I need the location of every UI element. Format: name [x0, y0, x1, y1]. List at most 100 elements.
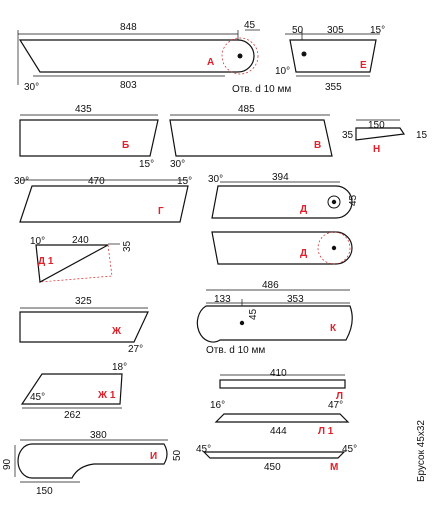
part-letter: Е: [360, 60, 367, 71]
dim-right: 35: [122, 240, 133, 252]
part-a: 848 45 30° 803 А Отв. d 10 мм: [17, 20, 291, 95]
angle-label: 30°: [170, 159, 185, 170]
dim-right: 50: [172, 449, 183, 461]
part-zh1-outline: [20, 373, 123, 405]
angle-left: 45°: [196, 444, 211, 455]
part-n-outline: [355, 127, 406, 141]
dim-top: 470: [88, 176, 105, 187]
part-letter: М: [330, 462, 338, 473]
part-letter: И: [150, 451, 157, 462]
dim-top: 150: [368, 120, 385, 131]
part-letter: Д 1: [38, 256, 54, 267]
part-l: 410 Л: [219, 368, 346, 402]
part-v-outline: [169, 119, 333, 157]
part-letter: Н: [373, 144, 380, 155]
hole-marker: [301, 51, 307, 57]
angle-label: 30°: [24, 82, 39, 93]
part-k: 486 133 353 45 К Отв. d 10 мм: [196, 280, 353, 356]
part-letter: К: [330, 323, 337, 334]
part-d-outline: [211, 185, 353, 219]
part-v: 485 30° В: [169, 104, 333, 170]
hole-note: Отв. d 10 мм: [206, 345, 265, 356]
dim-bottom: 450: [264, 462, 281, 473]
part-e: 50 305 15° 10° 355 Е: [275, 25, 385, 93]
part-k-outline: [196, 305, 353, 343]
angle-right: 47°: [328, 400, 343, 411]
dim-bottom: 150: [36, 486, 53, 497]
side-note: Брусок 45х32: [416, 420, 427, 482]
hole-marker: [331, 245, 337, 251]
dim-bottom: 262: [64, 410, 81, 421]
part-zh-outline: [19, 311, 149, 343]
dim-top: 486: [262, 280, 279, 291]
part-zh1: 18° 45° Ж 1 262: [20, 362, 127, 421]
part-d: 30° 394 45 Д Д: [208, 172, 359, 265]
dim-top: 435: [75, 104, 92, 115]
part-letter: Д: [300, 248, 307, 259]
hole-dim: 45: [248, 308, 259, 320]
part-letter: Л: [336, 391, 343, 402]
angle-label: 30°: [208, 174, 223, 185]
part-letter: Г: [158, 206, 164, 217]
part-zh: 325 Ж 27°: [19, 296, 149, 355]
dim-left: 35: [342, 130, 354, 141]
part-l1: 16° 47° 444 Л 1: [210, 400, 350, 437]
part-i: 380 90 50 И 150: [2, 430, 183, 497]
angle-right: 15°: [177, 176, 192, 187]
dim-right: 45: [244, 20, 256, 31]
dim-bottom: 355: [325, 82, 342, 93]
part-letter: Л 1: [318, 426, 334, 437]
part-b: 435 Б 15°: [19, 104, 159, 170]
dim-left: 133: [214, 294, 231, 305]
angle-right: 45°: [342, 444, 357, 455]
dim-left-top: 50: [292, 25, 304, 36]
dim-top: 848: [120, 22, 137, 33]
dim-top: 305: [327, 25, 344, 36]
hole-marker: [331, 199, 337, 205]
part-g: 30° 470 15° Г: [14, 176, 192, 223]
hole-marker: [239, 320, 245, 326]
part-letter: Д: [300, 204, 307, 215]
dim-top: 380: [90, 430, 107, 441]
part-e-outline: [289, 39, 377, 73]
dim-top: 240: [72, 235, 89, 246]
part-b-outline: [19, 119, 159, 157]
angle-left: 16°: [210, 400, 225, 411]
hole-ring: [327, 195, 341, 209]
part-l-outline: [219, 379, 346, 389]
part-letter: Б: [122, 140, 129, 151]
part-d1: 10° 240 35 Д 1: [30, 235, 133, 283]
part-letter: Ж: [111, 326, 122, 337]
dim-top: 394: [272, 172, 289, 183]
dim-bottom: 444: [270, 426, 287, 437]
part-letter: Ж 1: [97, 390, 116, 401]
angle-label: 10°: [30, 236, 45, 247]
part-l1-outline: [214, 413, 350, 423]
part-d1-outline: [35, 244, 109, 283]
angle-label: 27°: [128, 344, 143, 355]
angle-right: 15°: [370, 25, 385, 36]
dim-top: 410: [270, 368, 287, 379]
angle-left: 10°: [275, 66, 290, 77]
dim-top: 485: [238, 104, 255, 115]
hole-guide: [221, 37, 259, 75]
angle-left: 30°: [14, 176, 29, 187]
part-n: 150 35 15 Н: [342, 119, 428, 155]
dim-left: 90: [2, 458, 13, 470]
angle-right: 18°: [112, 362, 127, 373]
part-a-outline: [18, 39, 255, 73]
hole-note: Отв. d 10 мм: [232, 84, 291, 95]
hole-guide: [317, 231, 351, 265]
dim-right: 353: [287, 294, 304, 305]
angle-left: 45°: [30, 392, 45, 403]
dim-right: 15: [416, 130, 428, 141]
dim-top: 325: [75, 296, 92, 307]
part-letter: В: [314, 140, 321, 151]
part-m: 45° 45° 450 М: [196, 444, 357, 473]
part-m-outline: [202, 451, 346, 459]
part-g-outline: [19, 185, 189, 223]
part-letter: А: [207, 57, 214, 68]
part-d-outline: [211, 231, 353, 265]
angle-label: 15°: [139, 159, 154, 170]
